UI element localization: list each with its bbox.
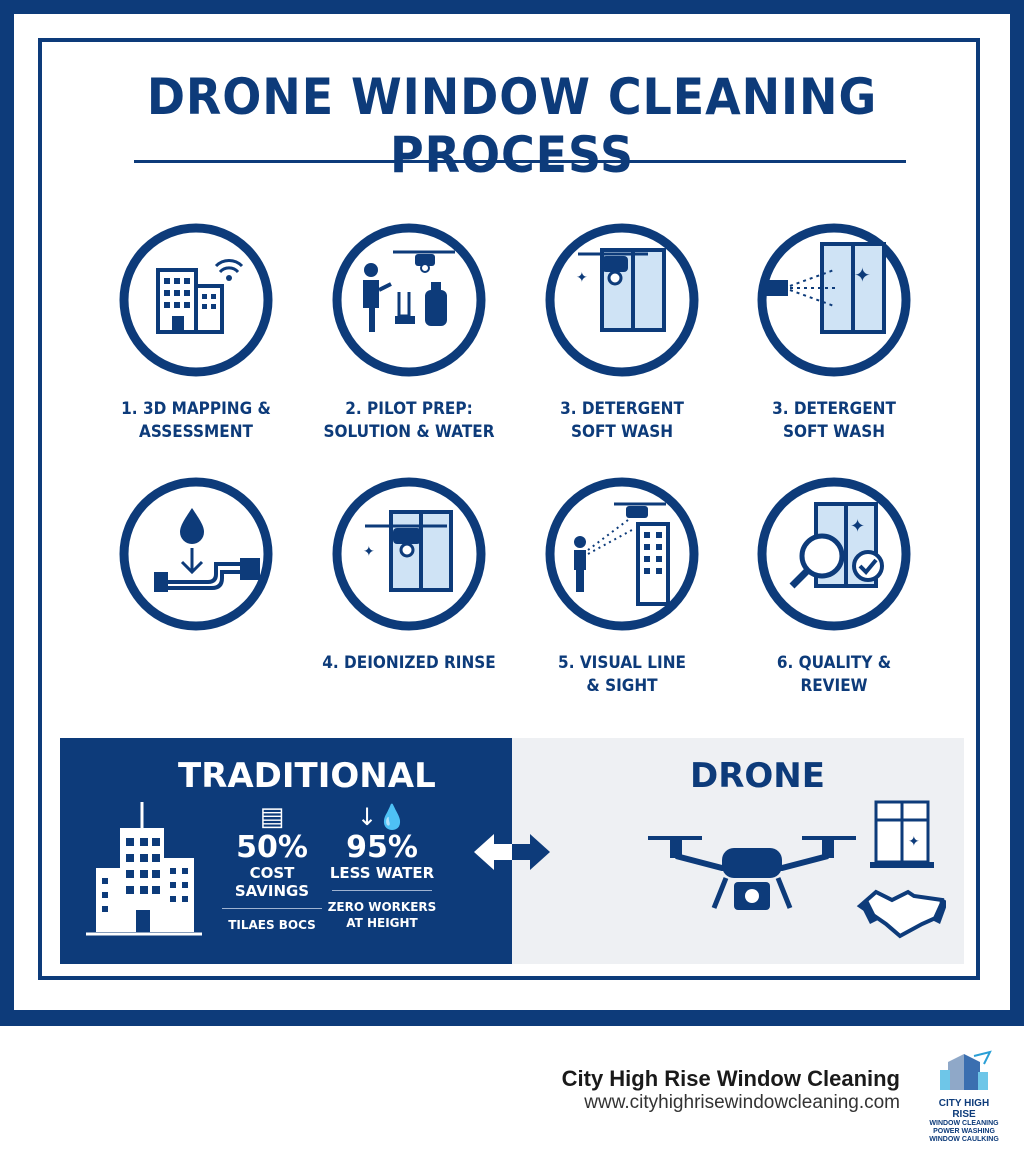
logo-text: WINDOW CLEANING <box>929 1120 999 1127</box>
drone-window-icon: ✦ <box>545 223 699 377</box>
water-drop-hose-icon <box>119 477 273 631</box>
step-2: 2. PILOT PREP: SOLUTION & WATER <box>309 220 509 444</box>
logo-buildings-icon <box>940 1050 992 1090</box>
stat-subtext: TILAES BOCS <box>228 918 316 932</box>
page-title: DRONE WINDOW CLEANING PROCESS <box>146 68 878 184</box>
magnifier-check-icon: ✦ <box>757 477 911 631</box>
traditional-title: TRADITIONAL <box>178 756 436 796</box>
step-label: 6. QUALITY & REVIEW <box>776 653 892 696</box>
footer-brand: City High Rise Window Cleaning www.cityh… <box>562 1066 900 1114</box>
pilot-spray-building-icon <box>545 477 699 631</box>
comparison-panel: TRADITIONAL ▤ 50% COST SAVINGS <box>60 738 964 964</box>
footer-divider <box>0 1020 1024 1026</box>
step-label: 3. DETERGENT SOFT WASH <box>772 399 896 442</box>
drone-icon <box>648 836 856 910</box>
step-1: 1. 3D MAPPING & ASSESSMENT <box>96 220 296 444</box>
stat-caption: LESS WATER <box>329 864 435 882</box>
step-6: ✦ 4. DEIONIZED RINSE <box>309 474 509 675</box>
compare-arrows-icon <box>474 834 550 870</box>
stat-divider <box>222 908 322 909</box>
spray-window-icon: ✦ <box>757 223 911 377</box>
company-logo: CITY HIGH RISE WINDOW CLEANING POWER WAS… <box>926 1050 1002 1143</box>
step-3: ✦ 3. DETERGENT SOFT WASH <box>522 220 722 444</box>
stat-subtext: ZERO WORKERS AT HEIGHT <box>327 900 437 930</box>
step-4: ✦ 3. DETERGENT SOFT WASH <box>734 220 934 444</box>
stat-divider <box>332 890 432 891</box>
svg-text:✦: ✦ <box>908 834 920 850</box>
step-label: 4. DEIONIZED RINSE <box>322 653 496 673</box>
step-label: 1. 3D MAPPING & ASSESSMENT <box>121 399 271 442</box>
step-label: 2. PILOT PREP: SOLUTION & WATER <box>323 399 495 442</box>
traditional-panel: TRADITIONAL ▤ 50% COST SAVINGS <box>60 738 512 964</box>
frame-border <box>38 38 980 980</box>
stat-water: ↓💧 95% LESS WATER ZERO WORKERS AT HEIGHT <box>322 802 442 931</box>
step-8: ✦ 6. QUALITY & REVIEW <box>734 474 934 698</box>
logo-text: WINDOW CAULKING <box>929 1136 999 1143</box>
title-divider <box>134 160 906 163</box>
stat-cost: ▤ 50% COST SAVINGS TILAES BOCS <box>212 802 332 933</box>
svg-text:✦: ✦ <box>576 270 588 286</box>
step-7: 5. VISUAL LINE & SIGHT <box>522 474 722 698</box>
svg-text:✦: ✦ <box>850 516 865 537</box>
drone-title: DRONE <box>690 756 825 796</box>
stat-percent: 50% <box>236 830 308 865</box>
svg-text:✦: ✦ <box>854 263 871 287</box>
company-name: City High Rise Window Cleaning <box>561 1066 900 1091</box>
stat-caption: COST SAVINGS <box>234 864 310 900</box>
company-url[interactable]: www.cityhighrisewindowcleaning.com <box>584 1092 900 1113</box>
stat-percent: 95% <box>346 830 418 865</box>
drone-window-rinse-icon: ✦ <box>332 477 486 631</box>
money-stack-icon: ▤ <box>259 802 285 832</box>
building-wifi-icon <box>119 223 273 377</box>
step-label: 3. DETERGENT SOFT WASH <box>560 399 684 442</box>
step-5 <box>96 474 296 652</box>
logo-text: POWER WASHING <box>933 1128 995 1135</box>
pilot-drone-tank-icon <box>332 223 486 377</box>
water-drop-icon: ↓💧 <box>357 803 407 831</box>
window-handshake-icon: ✦ <box>856 800 946 939</box>
svg-text:✦: ✦ <box>363 544 375 560</box>
step-label: 5. VISUAL LINE & SIGHT <box>558 653 686 696</box>
logo-text: CITY HIGH RISE <box>938 1098 990 1120</box>
building-icon <box>86 802 202 936</box>
